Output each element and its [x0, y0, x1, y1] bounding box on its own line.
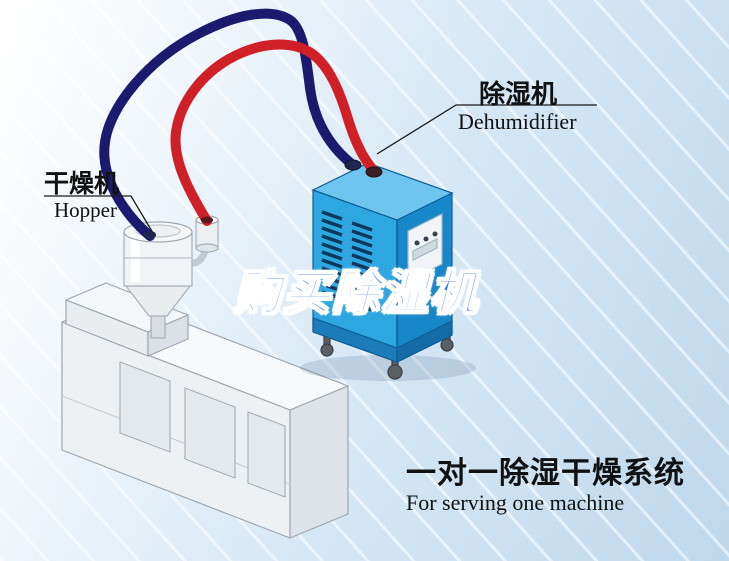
dehumidifier-label-en: Dehumidifier — [458, 109, 577, 134]
dehumidifier-leader-line — [376, 104, 597, 155]
hopper-label-en: Hopper — [54, 198, 117, 222]
hopper-illustration — [123, 215, 219, 339]
extruder-door-1 — [119, 361, 171, 453]
extruder-illustration — [61, 282, 349, 539]
dehumidifier-illustration — [300, 162, 476, 381]
extruder-head-side — [147, 314, 189, 357]
extruder-end-face — [289, 385, 349, 539]
fitting-red-machine — [365, 166, 383, 178]
fitting-blue-hopper — [144, 231, 156, 239]
leader-lines — [44, 104, 597, 234]
hose-fittings — [144, 159, 383, 239]
hose-blue — [99, 8, 358, 241]
dehumidifier-vents-right — [351, 221, 373, 312]
dehumidifier-vents-left — [321, 210, 343, 301]
dehumidifier-panel-display — [412, 238, 438, 261]
extruder-door-2 — [184, 387, 236, 479]
dehumidifier-shadow — [300, 355, 476, 381]
hopper-highlight — [131, 236, 140, 282]
dehumidifier-base-side — [396, 320, 453, 363]
dehumidifier-panel-buttons — [414, 231, 438, 246]
caption-en: For serving one machine — [406, 490, 625, 515]
hoses — [99, 8, 379, 241]
hose-red — [170, 39, 379, 226]
hopper-leader-line — [44, 195, 154, 234]
caption-cn: 一对一除湿干燥系统 — [406, 457, 685, 490]
hopper-receiver-bottom — [195, 243, 219, 253]
dehumidifier-top-face — [311, 162, 454, 221]
watermark-text: 购买除湿机 — [233, 265, 479, 320]
fitting-blue-machine — [344, 159, 362, 171]
fitting-red-hopper — [201, 216, 213, 224]
dehumidifier-label-cn: 除湿机 — [479, 79, 558, 109]
hopper-label-cn: 干燥机 — [44, 170, 120, 198]
hopper-drop-tube — [150, 313, 166, 339]
extruder-door-3 — [247, 411, 286, 498]
